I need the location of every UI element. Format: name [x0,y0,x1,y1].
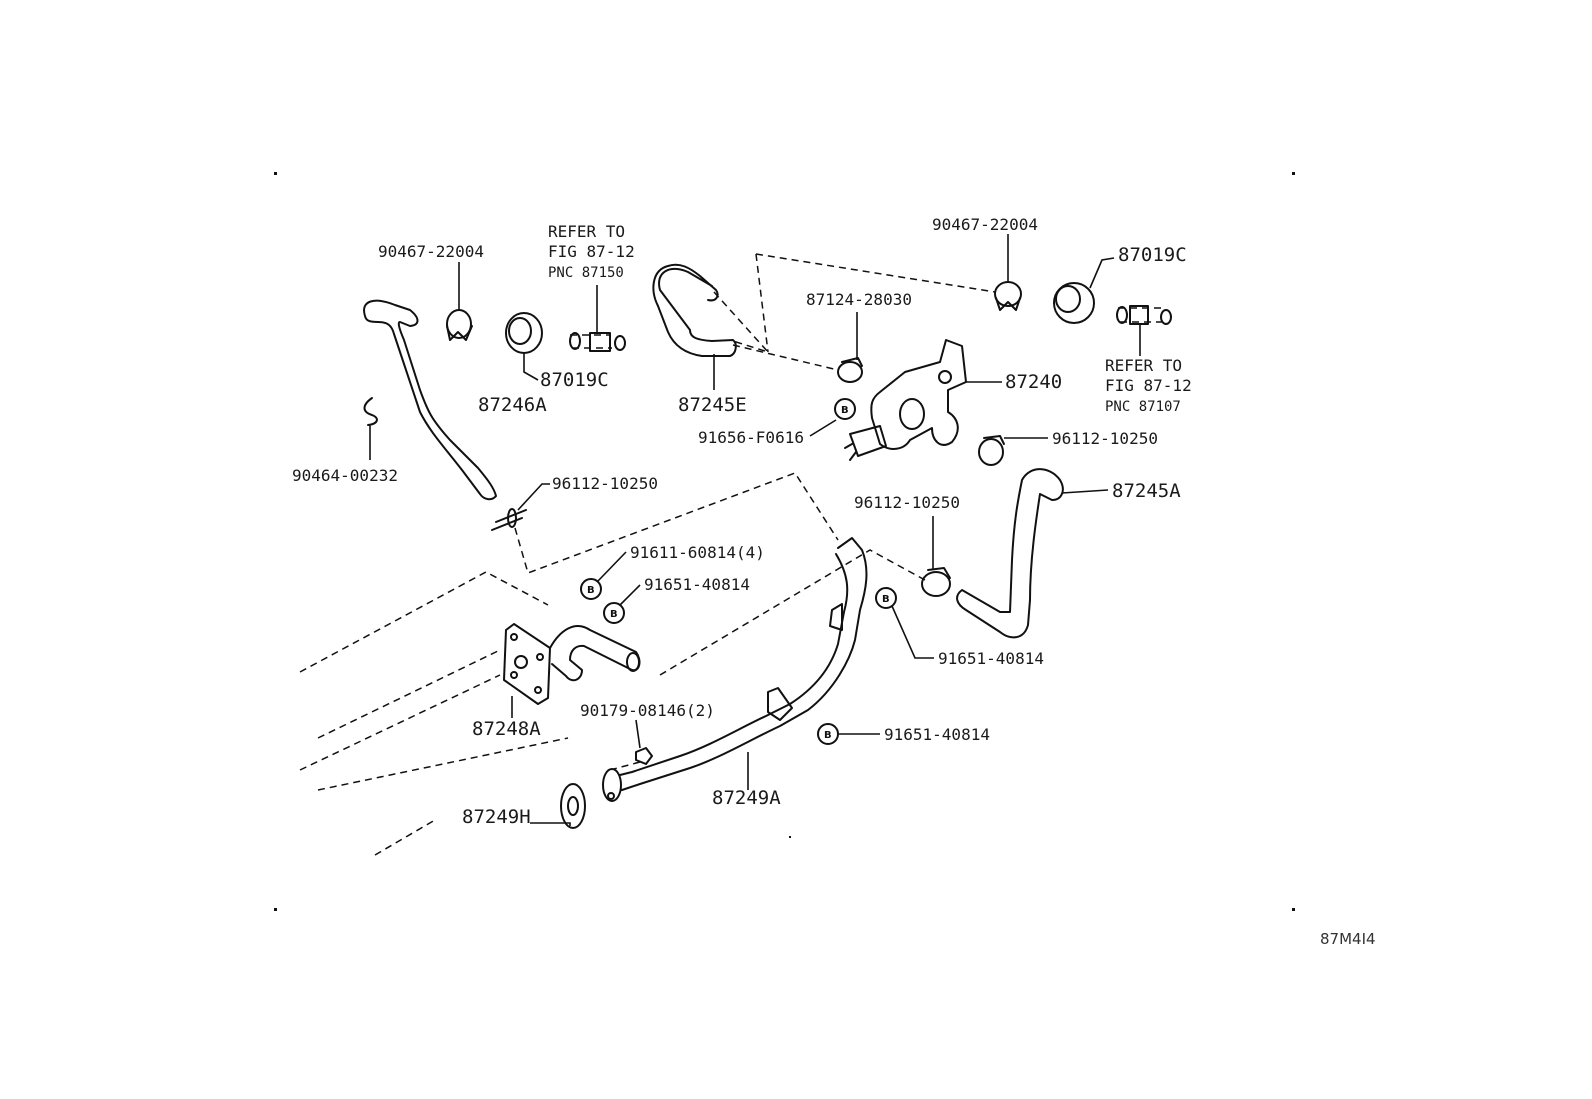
label-90467-left: 90467-22004 [378,242,484,261]
label-87246a: 87246A [478,394,547,416]
label-87245a: 87245A [1112,480,1181,502]
bolt-91611: B [580,551,627,600]
clamp-90467-right [994,234,1022,311]
label-90464: 90464-00232 [292,466,398,485]
label-91651-b: 91651-40814 [938,649,1044,668]
figure-code: 87M4I4 [1320,930,1376,948]
bolt-91651-a: B [603,584,641,624]
label-refer-left-1: REFER TO [548,222,625,241]
valve-87240 [844,339,1002,461]
label-refer-right-3: PNC 87107 [1105,399,1181,415]
gasket-87249h [530,783,586,829]
hose-87245a [956,468,1109,639]
label-90179: 90179-08146(2) [580,701,715,720]
label-refer-right-1: REFER TO [1105,356,1182,375]
label-91651-c: 91651-40814 [884,725,990,744]
clip-96112-left [491,483,550,531]
label-refer-left-2: FIG 87-12 [548,242,635,261]
label-91611: 91611-60814(4) [630,543,765,562]
nut-90179 [635,719,653,765]
bolt-91651-c: B [817,723,880,745]
label-87248a: 87248A [472,718,541,740]
label-87124: 87124-28030 [806,290,912,309]
label-87240: 87240 [1005,371,1062,393]
label-96112-hose: 96112-10250 [854,493,960,512]
hose-87246a [363,299,497,501]
cap-87019c-right [1053,257,1115,324]
clamp-87124 [837,312,863,383]
bolt-letter: B [610,609,618,620]
fitting-87150 [569,285,626,352]
label-87019c-right: 87019C [1118,244,1187,266]
dashed-guide-lines [299,253,996,856]
hose-87245e [652,263,737,390]
label-96112-valve: 96112-10250 [1052,429,1158,448]
fitting-87107 [1116,305,1172,356]
bolt-letter: B [824,730,832,741]
bolt-letter: B [587,585,595,596]
label-87019c-left: 87019C [540,369,609,391]
plate-87248a [503,623,641,718]
label-87249h: 87249H [462,806,531,828]
label-96112-left: 96112-10250 [552,474,658,493]
cap-87019c-left [505,312,543,381]
part-labels: 90467-22004 REFER TO FIG 87-12 PNC 87150… [292,215,1376,948]
label-87245e: 87245E [678,394,747,416]
label-87249a: 87249A [712,787,781,809]
clamp-96112-valve [978,435,1048,466]
clamp-96112-hose [921,516,951,597]
clip-90464 [363,397,378,460]
clamp-90467-left [446,262,473,341]
corner-marks [274,172,1295,911]
label-90467-right: 90467-22004 [932,215,1038,234]
label-91651-a: 91651-40814 [644,575,750,594]
label-refer-left-3: PNC 87150 [548,265,624,281]
label-refer-right-2: FIG 87-12 [1105,376,1192,395]
bolt-91651-b: B [875,587,934,659]
bolt-letter: B [882,594,890,605]
label-91656: 91656-F0616 [698,428,804,447]
bolt-91656: B [809,398,856,437]
tube-87249a [602,537,868,802]
bolt-letter: B [841,405,849,416]
